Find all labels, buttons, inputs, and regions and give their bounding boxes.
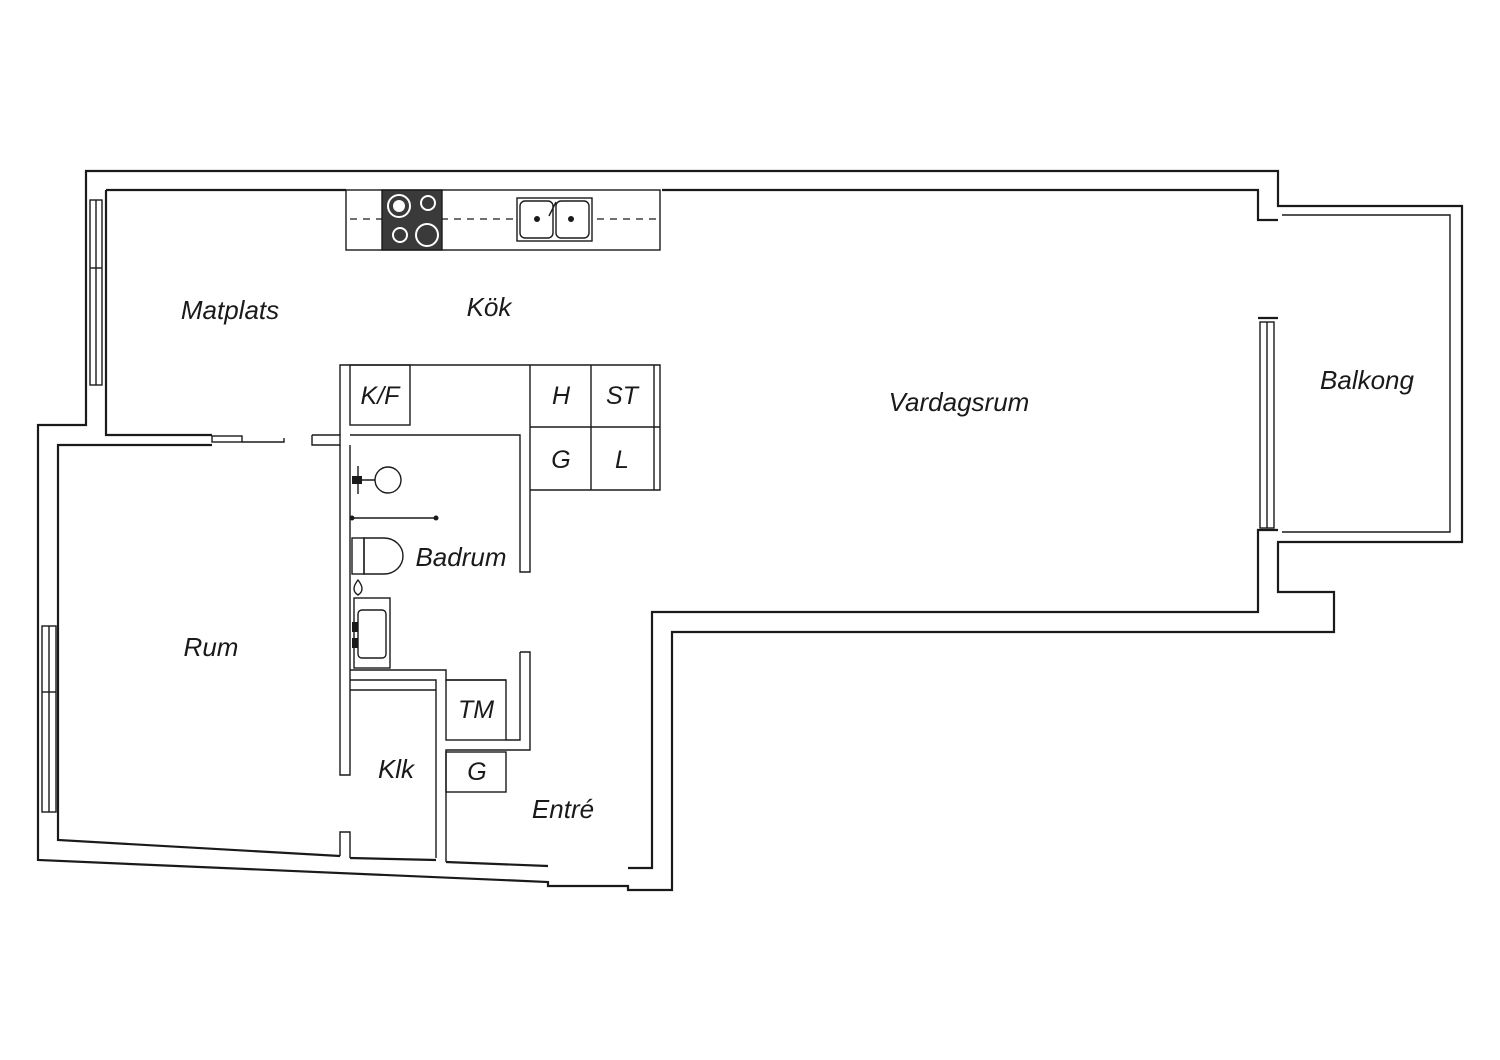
appliance-block [339,364,661,491]
room-label-balkong: Balkong [1320,365,1414,395]
toilet-icon [351,537,404,575]
room-label-badrum: Badrum [415,542,506,572]
bathroom-fixtures [349,466,439,669]
shower-icon [352,466,402,494]
fixture-label-kf: K/F [361,382,402,410]
interior-walls [211,434,531,862]
room-label-matplats: Matplats [181,295,279,325]
outer-walls [36,169,1464,892]
fixture-label-st: ST [606,382,640,410]
kitchen-sink-icon [516,197,593,242]
fixture-labels: K/F H ST G L TM G [361,382,640,786]
kitchen-counter [345,189,661,251]
fixture-label-h: H [552,382,571,410]
fixture-label-tm: TM [458,696,494,724]
balcony [1282,214,1451,533]
room-label-kok: Kök [467,292,514,322]
room-label-entre: Entré [532,794,594,824]
room-label-rum: Rum [184,632,239,662]
fixture-label-g-hall: G [467,758,486,786]
fixture-label-g-kitchen: G [551,446,570,474]
bathroom-sink-icon [352,578,391,669]
fixture-label-l: L [615,446,629,474]
room-label-klk: Klk [378,754,416,784]
room-label-vardagsrum: Vardagsrum [889,387,1030,417]
windows [41,199,1275,813]
room-labels: Matplats Kök Vardagsrum Balkong Badrum R… [181,292,1415,824]
stove-icon [381,189,443,251]
